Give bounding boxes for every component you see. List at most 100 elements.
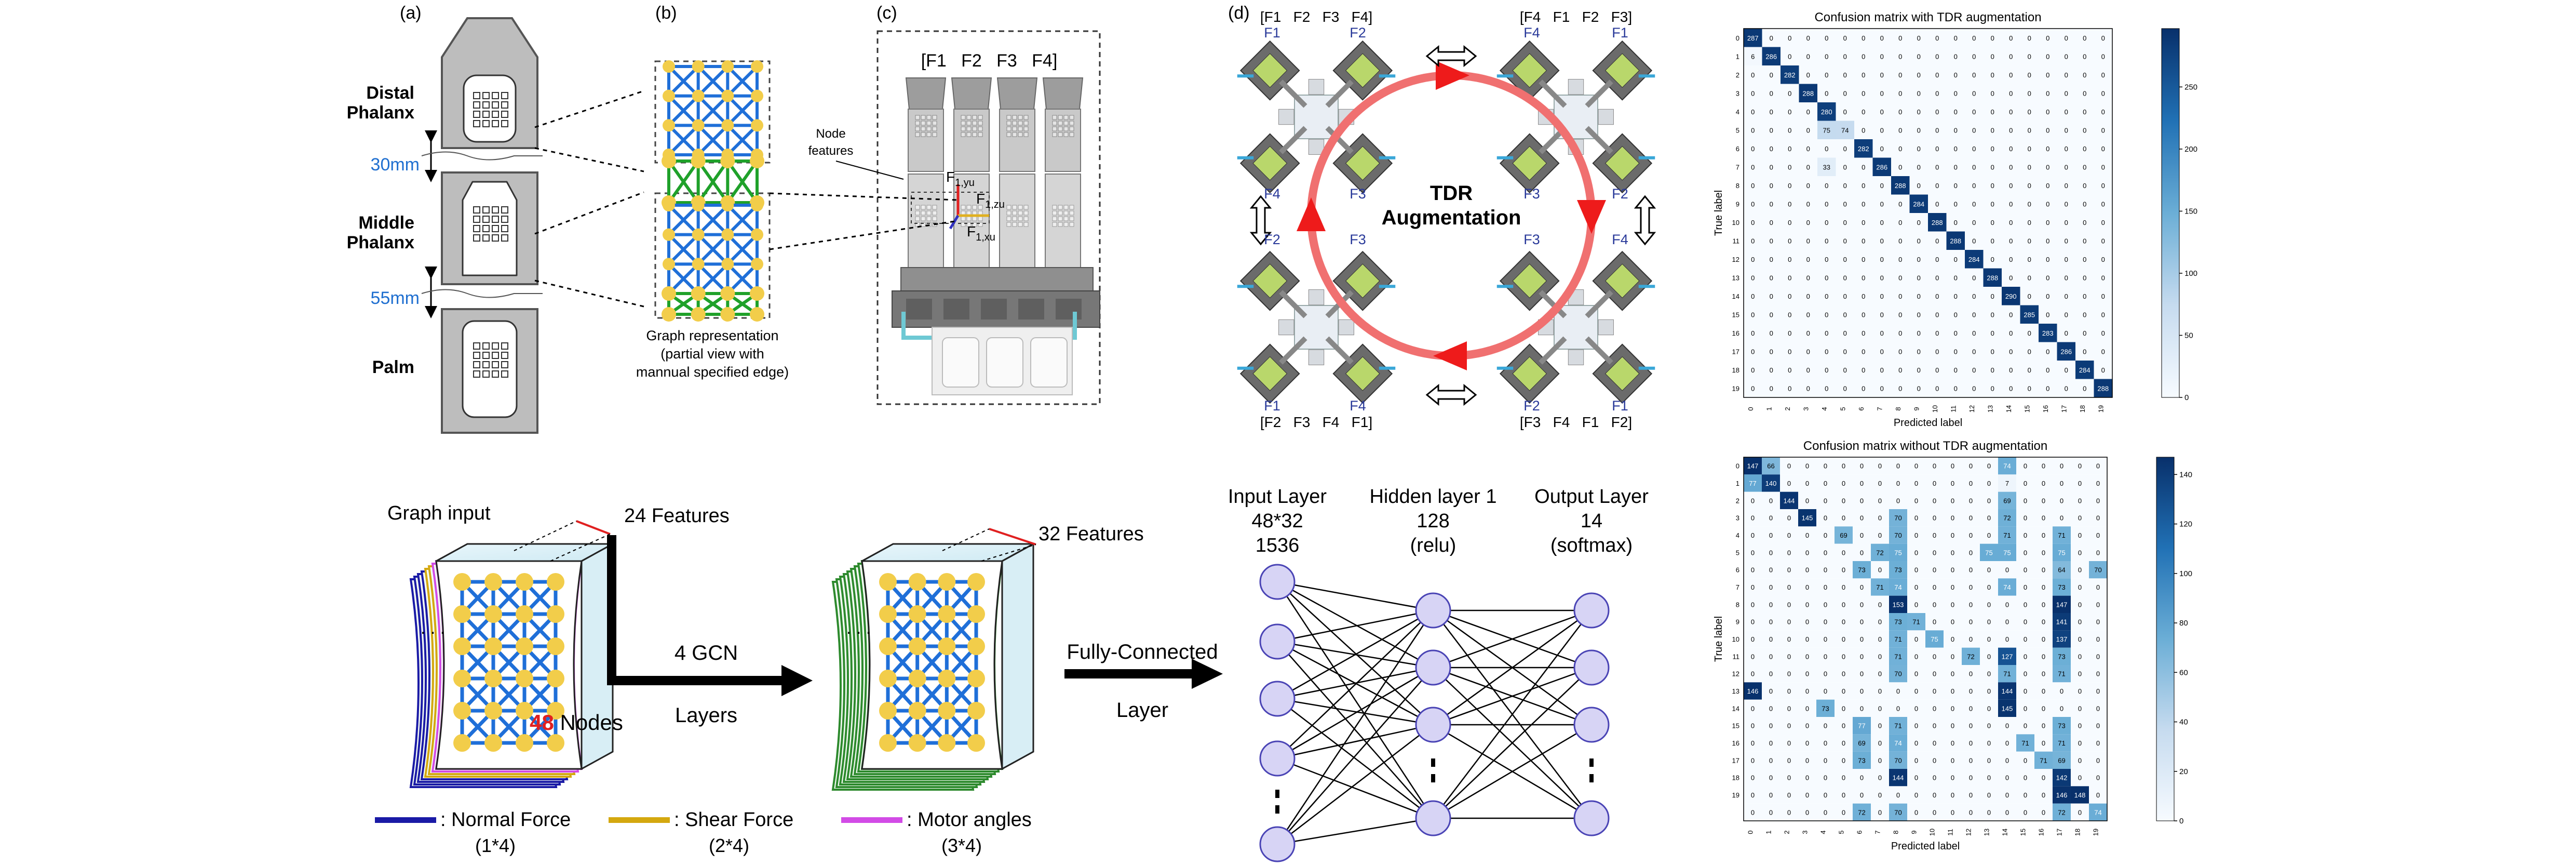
- cm-cell: [2089, 647, 2107, 665]
- cm-cell: [1909, 194, 1928, 213]
- cm-cell: [1854, 250, 1873, 269]
- cm-value: 0: [1880, 311, 1884, 318]
- cm-value: 0: [2028, 108, 2031, 116]
- cm-cell: [2075, 287, 2094, 305]
- cm-cell: [1871, 474, 1889, 492]
- cm-cell: [1853, 751, 1871, 769]
- cm-cell: [1817, 157, 1836, 176]
- cm-cell: [1744, 699, 1762, 717]
- cm-value: 0: [1787, 704, 1791, 712]
- cm-value: 0: [1935, 237, 1939, 245]
- cm-cell: [1872, 139, 1891, 158]
- taxel: [473, 92, 480, 99]
- cm-value: 0: [1880, 52, 1884, 60]
- cm-value: 0: [1843, 182, 1847, 190]
- cm-value: 0: [1972, 71, 1976, 79]
- cm-cell: [2034, 630, 2053, 648]
- node-zoom-line-1: [769, 192, 959, 201]
- cm-value: 0: [1987, 566, 1991, 574]
- cm-value: 0: [1898, 200, 1902, 208]
- cm-value: 0: [1860, 497, 1864, 504]
- nn-input-neuron: [1259, 623, 1296, 660]
- cm-cell: [2020, 287, 2039, 305]
- cm-cell: [1780, 613, 1798, 631]
- cm-value: 0: [2046, 237, 2049, 245]
- cm-value: 0: [2065, 219, 2068, 227]
- cm-value: 0: [1987, 583, 1991, 591]
- taxel: [1063, 115, 1069, 120]
- cm-ytick: 18: [1732, 366, 1739, 374]
- cm-value: 0: [1842, 670, 1845, 678]
- graph-representation: [662, 60, 764, 322]
- cm-xtick: 17: [2056, 829, 2064, 836]
- finger-tip: [905, 77, 947, 110]
- cm-cell: [1744, 231, 1762, 250]
- cm-value: 0: [1991, 219, 1994, 227]
- cm-value: 0: [1969, 497, 1973, 504]
- cm-cell: [2016, 457, 2034, 475]
- taxel: [1023, 132, 1029, 137]
- cm-cell: [2057, 287, 2075, 305]
- cm-cell: [1965, 305, 1984, 324]
- cm-cell: [2089, 543, 2107, 561]
- cm-cell: [2094, 379, 2112, 397]
- cm-value: 6: [1751, 52, 1755, 60]
- cm-value: 0: [1751, 163, 1755, 171]
- cm-value: 72: [2003, 514, 2011, 522]
- cm-cell: [1853, 682, 1871, 700]
- cm-value: 0: [1935, 311, 1939, 318]
- cm-cell: [2039, 65, 2057, 84]
- cm-cell: [2057, 121, 2075, 139]
- cm-value: 0: [1969, 531, 1973, 539]
- taxel: [501, 101, 508, 109]
- cm-value: 0: [1806, 71, 1810, 79]
- cm-cell: [1928, 157, 1947, 176]
- cm-cell: [1744, 287, 1762, 305]
- cm-value: 0: [1824, 480, 1827, 487]
- cm-cell: [1781, 176, 1799, 195]
- cm-value: 0: [1933, 756, 1936, 764]
- cm-value: 0: [2083, 89, 2086, 97]
- nn-connection: [1276, 581, 1434, 819]
- cm-cell: [1835, 682, 1853, 700]
- cm-cell: [1909, 65, 1928, 84]
- taxel: [1069, 216, 1074, 221]
- cm-ytick: 0: [1736, 462, 1739, 470]
- cm-cell: [1798, 751, 1816, 769]
- cm-cell: [1909, 268, 1928, 287]
- cm-value: 0: [1896, 704, 1900, 712]
- cm-cell: [1944, 665, 1962, 683]
- cm-cell: [1780, 751, 1798, 769]
- cm-value: 0: [2096, 462, 2100, 470]
- cm-cell: [1944, 803, 1962, 821]
- graph-node: [692, 89, 705, 102]
- cm-cell: [1983, 194, 2002, 213]
- cm-cell: [1872, 121, 1891, 139]
- cm-value: 0: [1933, 497, 1936, 504]
- cm-xtick: 19: [2097, 405, 2105, 412]
- cm-xtick: 6: [1857, 407, 1865, 410]
- cm-cell: [1744, 561, 1762, 579]
- taxel: [1012, 121, 1017, 126]
- cm-cell: [1835, 526, 1853, 544]
- cm-value: 0: [2009, 348, 2013, 355]
- cm-cell: [1798, 561, 1816, 579]
- cm-value: 0: [1896, 497, 1900, 504]
- taxel: [932, 115, 937, 120]
- cm-cell: [2002, 194, 2020, 213]
- cm-value: 0: [1914, 514, 1918, 522]
- cm-cell: [2057, 194, 2075, 213]
- cm-cell: [1983, 157, 2002, 176]
- cm-cell: [2020, 65, 2039, 84]
- cm-value: 283: [2042, 329, 2054, 337]
- cm-cell: [2034, 457, 2053, 475]
- cm-value: 0: [1787, 635, 1791, 643]
- taxel: [1069, 222, 1074, 227]
- cm-cell: [1798, 717, 1816, 735]
- graph-node: [879, 702, 897, 720]
- nn-input-title: Input Layer: [1228, 486, 1327, 508]
- cm-colorbar-label: 140: [2179, 470, 2192, 479]
- cm-value: 0: [2042, 514, 2045, 522]
- cm-value: 0: [1825, 292, 1828, 300]
- taxel: [1018, 121, 1023, 126]
